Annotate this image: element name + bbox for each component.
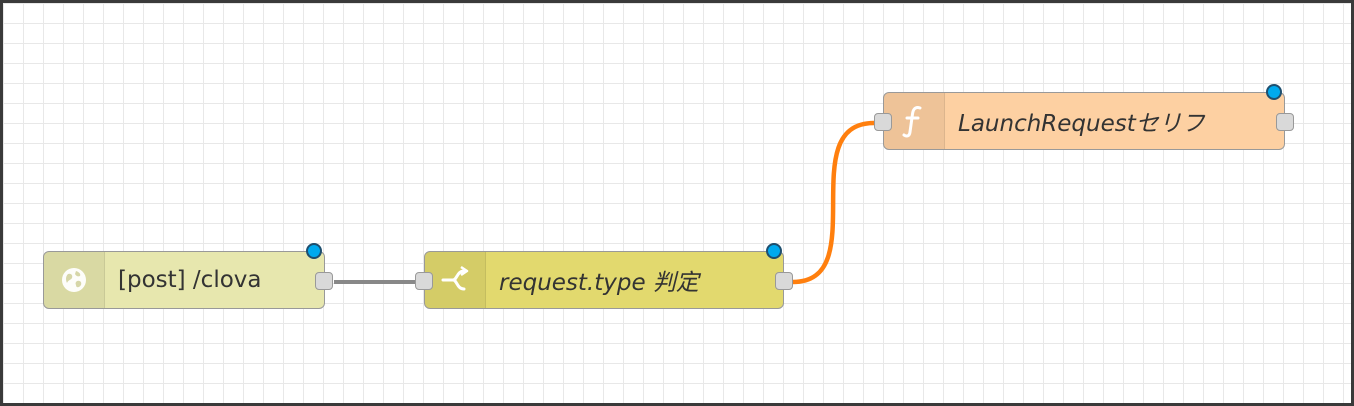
changed-indicator (766, 243, 782, 259)
function-icon (902, 106, 922, 138)
node-label: [post] /clova (118, 267, 262, 293)
wire-switch-to-function[interactable] (792, 120, 875, 285)
node-http-in[interactable]: [post] /clova (43, 243, 333, 309)
node-switch[interactable]: request.type 判定 (415, 243, 793, 309)
node-label: request.type 判定 (499, 270, 699, 296)
output-port[interactable] (315, 272, 333, 290)
node-icon-box (425, 252, 486, 308)
node-label: LaunchRequestセリフ (958, 111, 1205, 137)
changed-indicator (1266, 84, 1282, 100)
input-port[interactable] (874, 113, 892, 131)
switch-branch-icon (441, 265, 469, 291)
input-port[interactable] (415, 272, 433, 290)
output-port[interactable] (775, 272, 793, 290)
globe-icon (62, 268, 86, 292)
node-icon-box (44, 252, 105, 308)
node-function[interactable]: LaunchRequestセリフ (874, 84, 1294, 150)
wires-layer (334, 120, 875, 285)
node-icon-box (884, 93, 945, 149)
output-port[interactable] (1276, 113, 1294, 131)
changed-indicator (306, 243, 322, 259)
